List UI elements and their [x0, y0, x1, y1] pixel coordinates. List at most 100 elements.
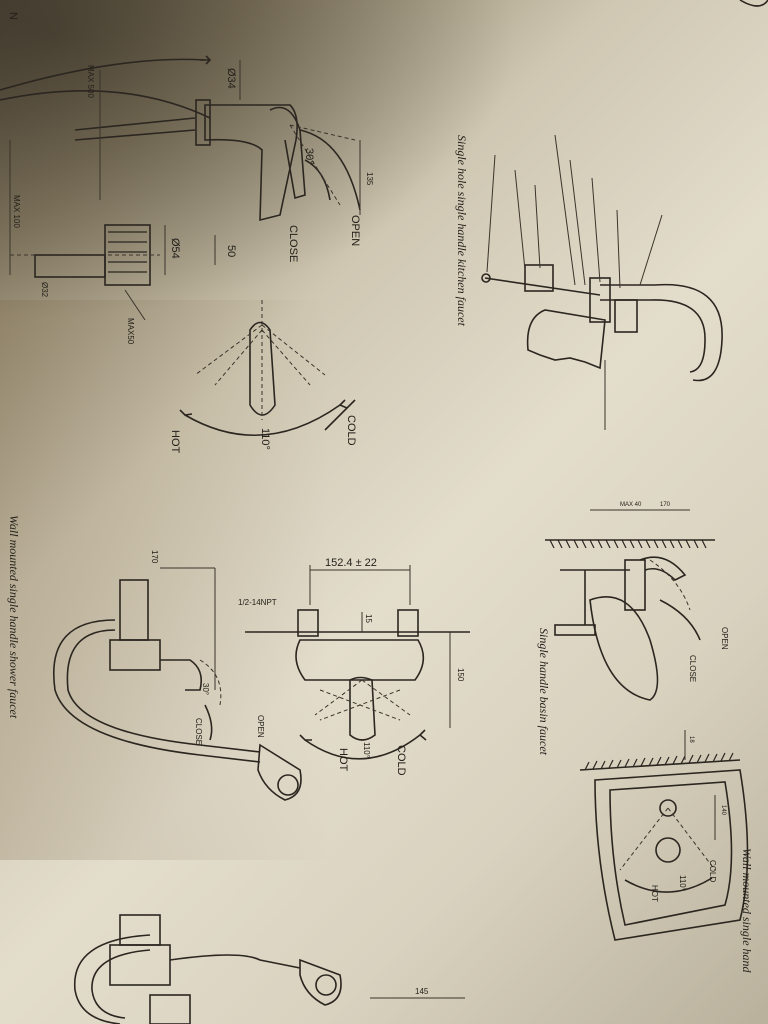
kitchen-close-label: CLOSE: [287, 225, 299, 262]
rod-end: [481, 273, 491, 283]
dash-line: [619, 807, 669, 871]
kitchen-faucet-diagram: Single hole single handle kitchen faucet: [0, 55, 723, 454]
dash-arc: [649, 559, 691, 611]
kitchen-dim-max500: MAX 500: [86, 65, 95, 98]
shower-dim-170: 170: [150, 550, 159, 564]
handle-side: [269, 106, 306, 200]
kitchen-side-elevation: OPEN CLOSE 30° 135 Ø34: [0, 55, 374, 345]
shower-caption: Wall mounted single handle shower faucet: [7, 515, 21, 719]
leader-line: [569, 159, 586, 286]
basin-dim-170: 170: [660, 502, 671, 508]
bath-base: [149, 994, 191, 1024]
bath-head: [315, 974, 337, 996]
dash-line: [319, 689, 401, 721]
rotation-arc: [659, 599, 701, 641]
bath-hose-inner: [91, 949, 151, 1019]
kitchen-dim-d34: Ø34: [225, 68, 237, 89]
bath-valve: [119, 914, 161, 946]
shower-angle-handle: 30°: [201, 683, 210, 695]
kitchen-dim-max50: MAX50: [126, 318, 135, 345]
arrow: [299, 734, 312, 741]
dash-line: [261, 329, 311, 386]
spout-side: [0, 58, 206, 91]
kitchen-dim-d54: Ø54: [169, 238, 181, 259]
basin-hot-label: HOT: [650, 885, 659, 902]
spout-curve: [600, 283, 723, 382]
spout-inner: [600, 299, 706, 373]
tailpiece: [554, 624, 596, 636]
shower-mixer: [109, 639, 161, 671]
basin-dim-max40: MAX 40: [620, 502, 642, 508]
shower-cold-label: COLD: [395, 745, 407, 776]
rotation-arc: [304, 734, 421, 760]
basin-faucet-diagram: Single handle basin faucet OPEN CLOSE MA…: [537, 502, 749, 941]
tailpiece: [34, 254, 106, 278]
spout-side-lower: [0, 90, 211, 119]
basin-faucet-body: [624, 559, 646, 611]
dash-line: [314, 679, 363, 716]
shower-open-label: OPEN: [256, 715, 265, 738]
kitchen-dim-50: 50: [225, 245, 237, 257]
dim-line: [124, 289, 146, 321]
shower-dim-npt: 1/2-14NPT: [238, 598, 277, 607]
arrow: [179, 409, 193, 416]
basin-top-outline: [594, 769, 749, 941]
riser-right: [74, 129, 196, 141]
wall-inlet-left: [297, 609, 319, 637]
dash-line: [194, 324, 263, 376]
basin-bowl: [589, 596, 659, 701]
leader-line: [591, 177, 601, 283]
faucet-top-circle: [659, 799, 677, 817]
kitchen-dim-d32: Ø32: [40, 282, 49, 298]
arrow: [200, 55, 212, 65]
shower-head: [277, 774, 299, 796]
kitchen-cold-label: COLD: [345, 415, 357, 446]
leader-line: [514, 169, 526, 271]
mixer-handle: [349, 676, 376, 741]
kitchen-exploded-view: [481, 134, 723, 430]
bath-faucet-diagram: Wall mounted single hand 145: [73, 848, 754, 1024]
shadow-top: [0, 0, 520, 320]
rotation-arc: [624, 877, 713, 893]
kitchen-caption: Single hole single handle kitchen faucet: [455, 135, 469, 327]
base-plate: [195, 99, 211, 146]
basin-caption: Single handle basin faucet: [537, 628, 551, 756]
bath-caption: Wall mounted single hand: [740, 848, 754, 974]
corner-arc: [739, 0, 768, 7]
arrow: [418, 729, 427, 741]
basin-angle-rotate: 110°: [678, 875, 687, 891]
wall-hatch: [584, 752, 734, 771]
basin-dim-140: 140: [720, 805, 726, 816]
shower-dim-150: 150: [456, 668, 465, 682]
bath-dim-145: 145: [415, 987, 429, 996]
kitchen-handle-top-view: COLD HOT 110°: [169, 300, 357, 454]
supply-rod: [484, 277, 601, 296]
wall-inlet-right: [397, 609, 419, 637]
counter-hatch: [549, 539, 707, 549]
basin-open-label: OPEN: [720, 627, 729, 650]
basin-handle: [639, 556, 687, 581]
sink-section: [526, 309, 606, 370]
basin-cold-label: COLD: [708, 860, 717, 882]
kitchen-hot-label: HOT: [169, 430, 181, 454]
leader-line: [534, 184, 541, 269]
page-number: N: [7, 12, 19, 20]
dash-line: [289, 124, 341, 206]
rotation-arc: [204, 704, 213, 741]
wall-line: [579, 759, 741, 771]
dash-line: [361, 679, 411, 716]
basin-dim-18: 18: [688, 736, 694, 743]
bath-handset: [299, 958, 342, 1006]
kitchen-angle-rotate: 110°: [259, 428, 271, 450]
shower-hot-label: HOT: [337, 748, 349, 772]
leader-line: [554, 134, 576, 286]
bath-spout: [169, 954, 301, 969]
riser-left: [74, 117, 196, 131]
mount-nut: [524, 264, 554, 292]
arrow: [338, 399, 348, 409]
leader-line: [486, 154, 496, 273]
basin-top-inner: [609, 781, 733, 926]
rotation-arc: [299, 129, 361, 211]
